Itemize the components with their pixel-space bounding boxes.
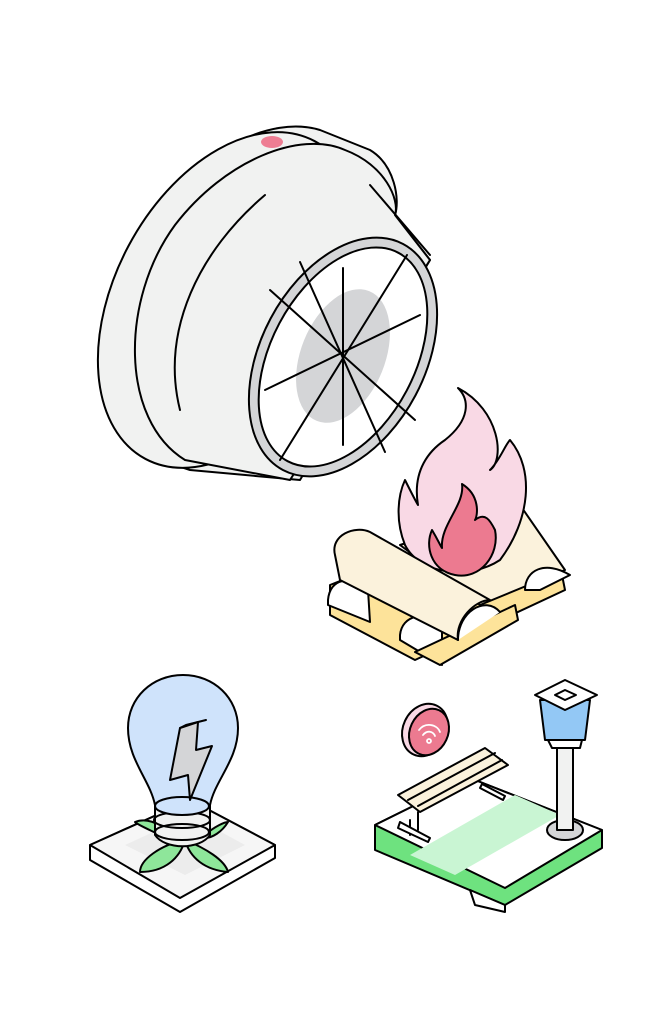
flame-inner <box>428 483 497 577</box>
leaf <box>139 839 186 873</box>
detector-grille-lines <box>264 254 421 461</box>
smoke-detector-icon <box>96 125 439 481</box>
lightning-bolt <box>169 721 213 801</box>
park-bench-icon <box>374 747 603 913</box>
campfire-icon <box>327 387 571 666</box>
leaf <box>184 839 229 873</box>
indicator-light <box>261 136 283 148</box>
wifi-icon <box>401 702 450 758</box>
grass-strip <box>410 795 560 875</box>
street-lamp-icon <box>534 679 598 841</box>
bench-seat <box>397 747 509 813</box>
light-bulb-icon <box>89 674 276 913</box>
